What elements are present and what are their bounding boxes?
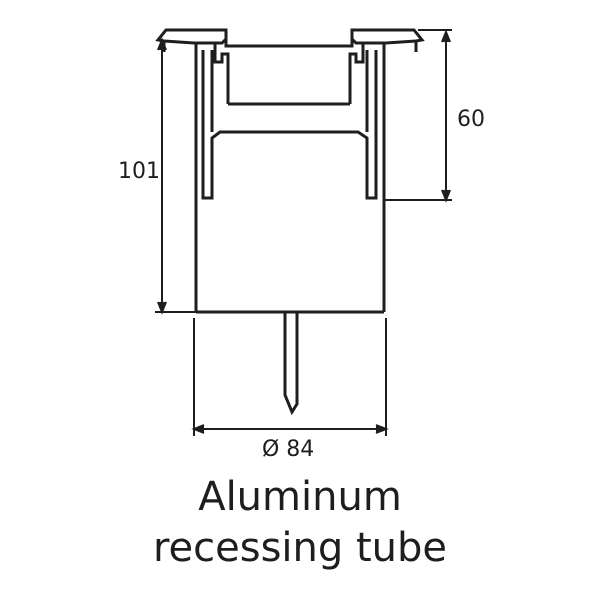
dimension-lines	[155, 29, 452, 436]
dim-60-arrow-top	[441, 29, 451, 43]
spring-arm-left	[201, 50, 378, 200]
flange-right	[350, 28, 425, 45]
tube-drawing	[155, 28, 425, 416]
dim-101-label: 101	[118, 159, 160, 184]
caption-line-2: recessing tube	[152, 525, 448, 571]
dim-84-arrow-left	[191, 424, 205, 434]
dim-101-arrow-top	[157, 37, 167, 51]
cable	[283, 312, 299, 416]
dim-84-arrow-right	[375, 424, 389, 434]
caption-line-1: Aluminum	[198, 474, 402, 520]
flange-left	[155, 28, 228, 45]
dim-101-arrow-bottom	[157, 301, 167, 315]
clip-right	[348, 42, 365, 104]
top-cap	[224, 39, 354, 48]
clip-left	[213, 42, 230, 104]
dim-84-label: Ø 84	[262, 437, 314, 462]
dim-60-arrow-bottom	[441, 189, 451, 203]
dim-60-label: 60	[457, 107, 485, 132]
